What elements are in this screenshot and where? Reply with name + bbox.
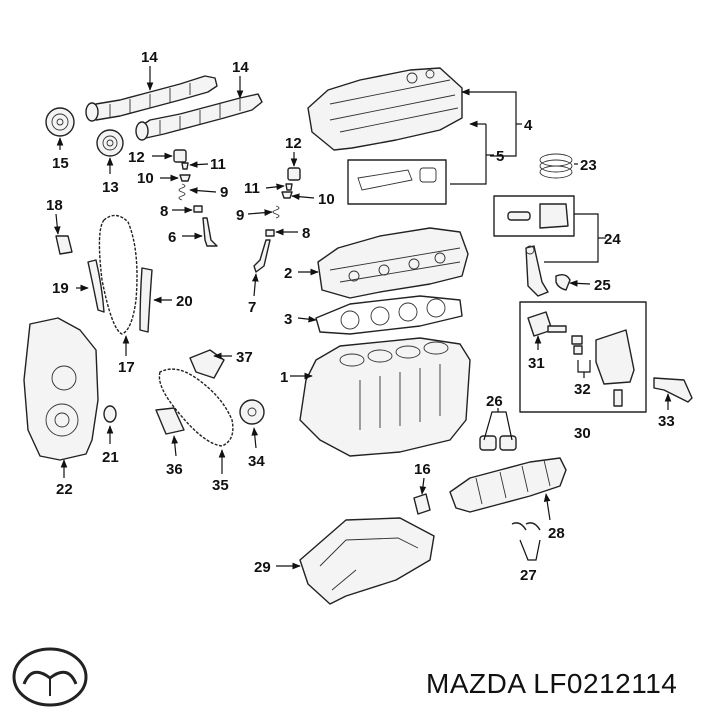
callout-19: 19 — [52, 280, 69, 297]
callout-2: 2 — [284, 265, 292, 282]
leader-lines — [53, 66, 672, 570]
callout-34: 34 — [248, 453, 265, 470]
callout-15: 15 — [52, 155, 69, 172]
oil-pan — [299, 517, 435, 605]
chain-tensioner-36 — [155, 407, 185, 435]
part-number-caption: MAZDA LF0212114 — [426, 668, 677, 700]
callout-28: 28 — [548, 525, 565, 542]
callout-14-left: 14 — [141, 49, 158, 66]
callout-29: 29 — [254, 559, 271, 576]
timing-cover — [23, 317, 99, 461]
callout-27: 27 — [520, 567, 537, 584]
callout-8-right: 8 — [302, 225, 310, 242]
oil-strainer — [653, 377, 693, 403]
callout-9-left: 9 — [220, 184, 228, 201]
rod-bearing — [555, 273, 571, 291]
mazda-logo-icon — [10, 644, 90, 710]
callout-32: 32 — [574, 381, 591, 398]
callout-7: 7 — [248, 299, 256, 316]
callout-9-right: 9 — [236, 207, 244, 224]
camshaft-intake — [85, 75, 218, 122]
oil-pump-box — [519, 301, 647, 413]
cover-gaskets — [347, 159, 447, 205]
brand-name: MAZDA — [426, 668, 525, 699]
cylinder-head-cover — [307, 67, 463, 151]
callout-11-left: 11 — [210, 156, 226, 173]
thrust-washers — [511, 522, 541, 531]
valve-seal-right — [265, 229, 275, 237]
valve-spring-right — [272, 205, 280, 219]
callout-26: 26 — [486, 393, 503, 410]
callout-24: 24 — [604, 231, 621, 248]
callout-30: 30 — [574, 425, 591, 442]
part-number: LF0212114 — [533, 668, 678, 699]
callout-11-right: 11 — [244, 180, 260, 197]
valve-left — [202, 217, 218, 247]
callout-25: 25 — [594, 277, 611, 294]
callout-23: 23 — [580, 157, 597, 174]
callout-10-left: 10 — [137, 170, 154, 187]
valve-retainer-right — [281, 191, 293, 199]
camshaft-sprocket-exhaust — [96, 129, 124, 157]
camshaft-exhaust — [135, 93, 263, 141]
callout-3: 3 — [284, 311, 292, 328]
valve-keeper-right — [285, 183, 293, 191]
valve-right — [253, 239, 271, 273]
chain-guide-37 — [189, 349, 225, 379]
oil-pump-sprocket — [239, 399, 265, 425]
crank-pulley-bolt — [413, 493, 431, 515]
callout-17: 17 — [118, 359, 135, 376]
callout-33: 33 — [658, 413, 675, 430]
valve-retainer-left — [179, 174, 191, 182]
callout-20: 20 — [176, 293, 193, 310]
oil-seal — [103, 405, 117, 423]
callout-37: 37 — [236, 349, 253, 366]
callout-21: 21 — [102, 449, 119, 466]
valve-seal-left — [193, 205, 203, 213]
callout-35: 35 — [212, 477, 229, 494]
callout-22: 22 — [56, 481, 73, 498]
callout-31: 31 — [528, 355, 545, 372]
callout-12-right: 12 — [285, 135, 302, 152]
callout-4: 4 — [524, 117, 533, 134]
valve-spring-left — [178, 183, 186, 201]
callout-1: 1 — [280, 369, 288, 386]
valve-lifter-left — [173, 149, 187, 163]
camshaft-sprocket-intake — [45, 107, 75, 137]
cylinder-head — [317, 227, 469, 299]
main-bearings — [479, 435, 517, 451]
cylinder-block — [299, 337, 471, 457]
timing-chain — [98, 214, 138, 335]
callout-6: 6 — [168, 229, 176, 246]
callout-12-left: 12 — [128, 149, 145, 166]
piston-assembly-box — [493, 195, 575, 237]
head-gasket — [315, 295, 463, 335]
callout-13: 13 — [102, 179, 119, 196]
callout-18: 18 — [46, 197, 63, 214]
callout-labels: 14 14 15 13 12 11 10 9 8 6 18 19 20 17 1… — [46, 49, 675, 584]
valve-lifter-right — [287, 167, 301, 181]
valve-keeper-left — [181, 162, 189, 170]
chain-guide — [139, 267, 153, 333]
piston-rings — [539, 153, 573, 179]
callout-14-right: 14 — [232, 59, 249, 76]
callout-36: 36 — [166, 461, 183, 478]
callout-16: 16 — [414, 461, 431, 478]
chain-tensioner — [55, 235, 73, 255]
callout-5: 5 — [496, 148, 504, 165]
connecting-rod — [525, 245, 549, 297]
oil-pump-chain — [158, 368, 234, 447]
crankshaft — [449, 457, 567, 513]
callout-10-right: 10 — [318, 191, 335, 208]
callout-8-left: 8 — [160, 203, 168, 220]
tensioner-arm — [87, 259, 105, 313]
